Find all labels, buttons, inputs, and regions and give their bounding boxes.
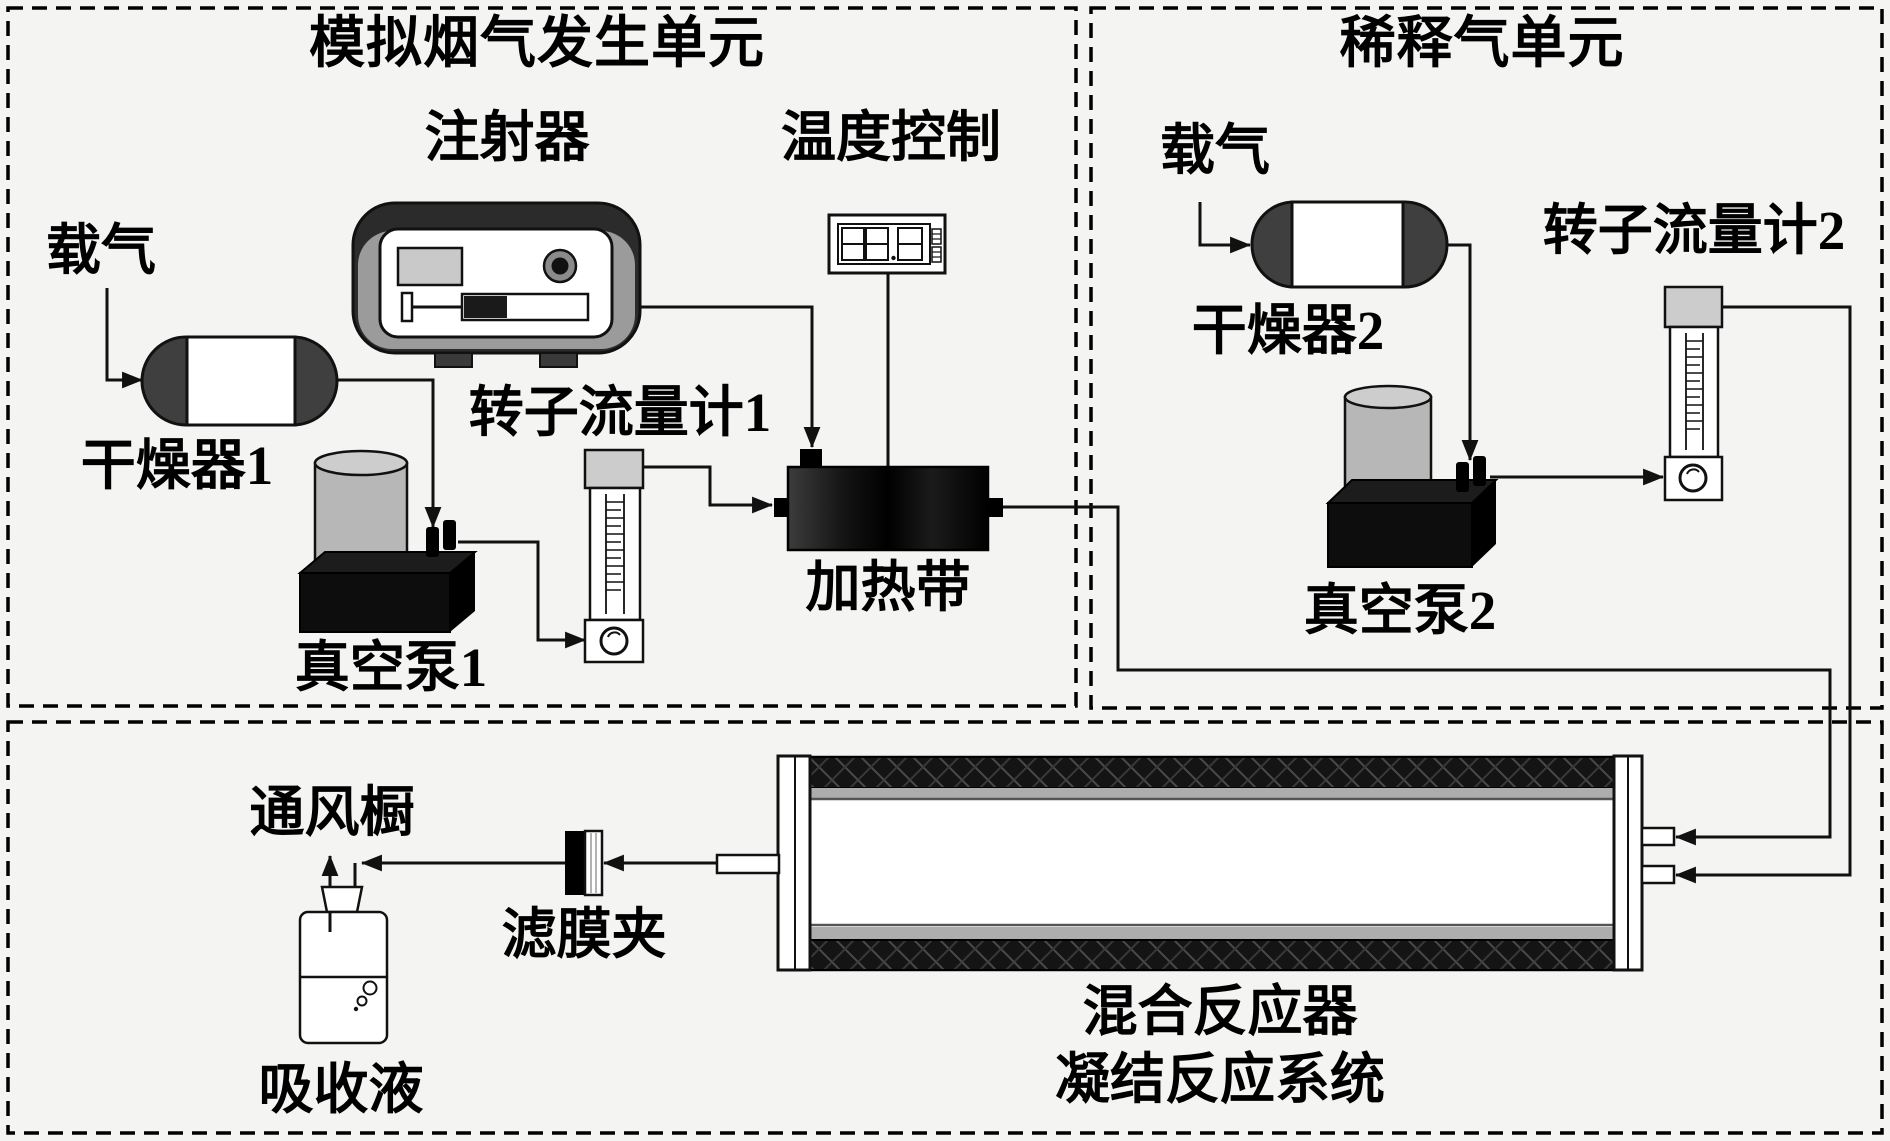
- vacuum-pump-2-label: 真空泵2: [1304, 580, 1497, 641]
- rotameter2-to-reactor-line: [1674, 305, 1852, 884]
- dilution-unit-title: 稀释气单元: [1340, 13, 1625, 75]
- rotameter-1: [583, 448, 645, 664]
- decimal-point: [891, 255, 896, 261]
- rotameter1-valve-slot: [607, 631, 621, 638]
- reactor-bottom-strip: [810, 927, 1642, 940]
- fume-hood-label: 通风橱: [249, 782, 414, 843]
- filter-clamp-light-plate: [583, 829, 604, 897]
- pump2-box-front: [1327, 502, 1473, 568]
- flue-gas-unit-box: [6, 6, 1078, 708]
- rotameter1-cap: [583, 448, 645, 490]
- dryer-1-body: [185, 335, 297, 427]
- heating-band: [774, 449, 1003, 552]
- absorption-liquid-label: 吸收液: [258, 1059, 423, 1120]
- band-top-port: [800, 449, 822, 469]
- mixing-reactor: [715, 754, 1676, 972]
- condensation-system-label: 凝结反应系统: [1055, 1049, 1385, 1110]
- injector-label: 注射器: [424, 107, 590, 168]
- syringe-pump-foot-right: [539, 352, 578, 368]
- pump2-port: [1473, 456, 1486, 486]
- filter-clamp-label: 滤膜夹: [501, 904, 666, 965]
- syringe-to-band-line: [588, 305, 821, 449]
- pump1-box-side: [450, 552, 475, 632]
- dilution-unit-box: [1089, 6, 1884, 710]
- rotameter2-tube: [1668, 325, 1720, 459]
- carrier-gas-1-label: 载气: [46, 220, 156, 281]
- syringe-pump-screen: [396, 246, 464, 287]
- dryer-2-label: 干燥器2: [1192, 300, 1385, 361]
- bottle-stopper: [320, 885, 364, 914]
- temp-control-label: 温度控制: [781, 107, 1001, 168]
- reactor-top-insulation: [809, 756, 1643, 789]
- absorption-bottle: [298, 885, 389, 1045]
- reactor-top-strip: [810, 788, 1642, 798]
- rotameter-2-label: 转子流量计2: [1543, 200, 1846, 261]
- carrier-gas-2-label: 载气: [1160, 120, 1270, 181]
- syringe-piston: [464, 296, 507, 318]
- syringe-pump-foot-left: [434, 352, 473, 368]
- dryer2-to-pump2-line: [1447, 243, 1479, 462]
- dryer-1-label: 干燥器1: [81, 435, 274, 496]
- reactor-inlet-port-lower: [1640, 864, 1676, 885]
- rotameter1-tube: [588, 486, 642, 622]
- band-left-port: [774, 498, 789, 517]
- pump1-box-front: [299, 572, 451, 633]
- dryer-2-body: [1290, 200, 1405, 289]
- rotameter2-valve-slot: [1686, 468, 1700, 475]
- rotameter1-to-band-line: [643, 465, 774, 514]
- pump1-cylinder-top: [313, 449, 409, 477]
- syringe-pump: [351, 201, 642, 368]
- filter-clamp-dark-plate: [565, 831, 585, 895]
- carrier1-line: [105, 288, 144, 389]
- heating-band-label: 加热带: [805, 557, 970, 618]
- pump1-box-top: [297, 551, 478, 574]
- rotameter-1-label: 转子流量计1: [469, 382, 772, 443]
- rotameter2-cap: [1663, 285, 1724, 329]
- temp-controller: [827, 213, 947, 275]
- dryer-2: [1250, 200, 1449, 289]
- rotameter1-scale: [606, 501, 624, 591]
- bubble: [353, 1006, 359, 1012]
- reactor-bottom-insulation: [809, 939, 1643, 971]
- band-to-reactor-line: [1002, 505, 1832, 846]
- rotameter-2: [1663, 285, 1724, 502]
- dryer1-to-pump1-line: [337, 378, 442, 529]
- dryer-1: [140, 335, 339, 427]
- controller-button: [931, 246, 942, 263]
- pump1-port: [443, 520, 456, 550]
- vacuum-pump-2: [1325, 384, 1499, 568]
- syringe-plunger: [400, 291, 414, 323]
- reactor-outlet-tube: [715, 853, 781, 875]
- labels: 模拟烟气发生单元 稀释气单元 载气 干燥器1 注射器 温度控制 转子流量计1 真…: [46, 13, 1845, 1120]
- reaction-system-box: [6, 720, 1884, 1135]
- bubble: [362, 980, 378, 996]
- flue-unit-title: 模拟烟气发生单元: [309, 13, 765, 75]
- vacuum-pump-1-label: 真空泵1: [295, 637, 488, 698]
- pump2-box-side: [1472, 480, 1496, 567]
- pump2-port: [1456, 462, 1469, 492]
- mixing-reactor-label: 混合反应器: [1082, 981, 1358, 1042]
- carrier2-line: [1198, 202, 1252, 254]
- bubble: [356, 995, 368, 1007]
- reactor-inlet-port-upper: [1640, 826, 1676, 847]
- band-right-port: [988, 498, 1003, 517]
- band-body: [786, 465, 990, 552]
- pump1-to-rotameter1-line: [458, 540, 587, 649]
- pump2-cylinder-top: [1343, 384, 1433, 410]
- rotameter2-scale: [1686, 340, 1703, 430]
- filter-clamp: [565, 829, 604, 897]
- pump2-box-top: [1325, 479, 1499, 504]
- pump1-port: [426, 527, 439, 557]
- syringe-pump-knob-center: [551, 257, 569, 275]
- vacuum-pump-1: [297, 449, 478, 633]
- controller-button: [931, 228, 942, 245]
